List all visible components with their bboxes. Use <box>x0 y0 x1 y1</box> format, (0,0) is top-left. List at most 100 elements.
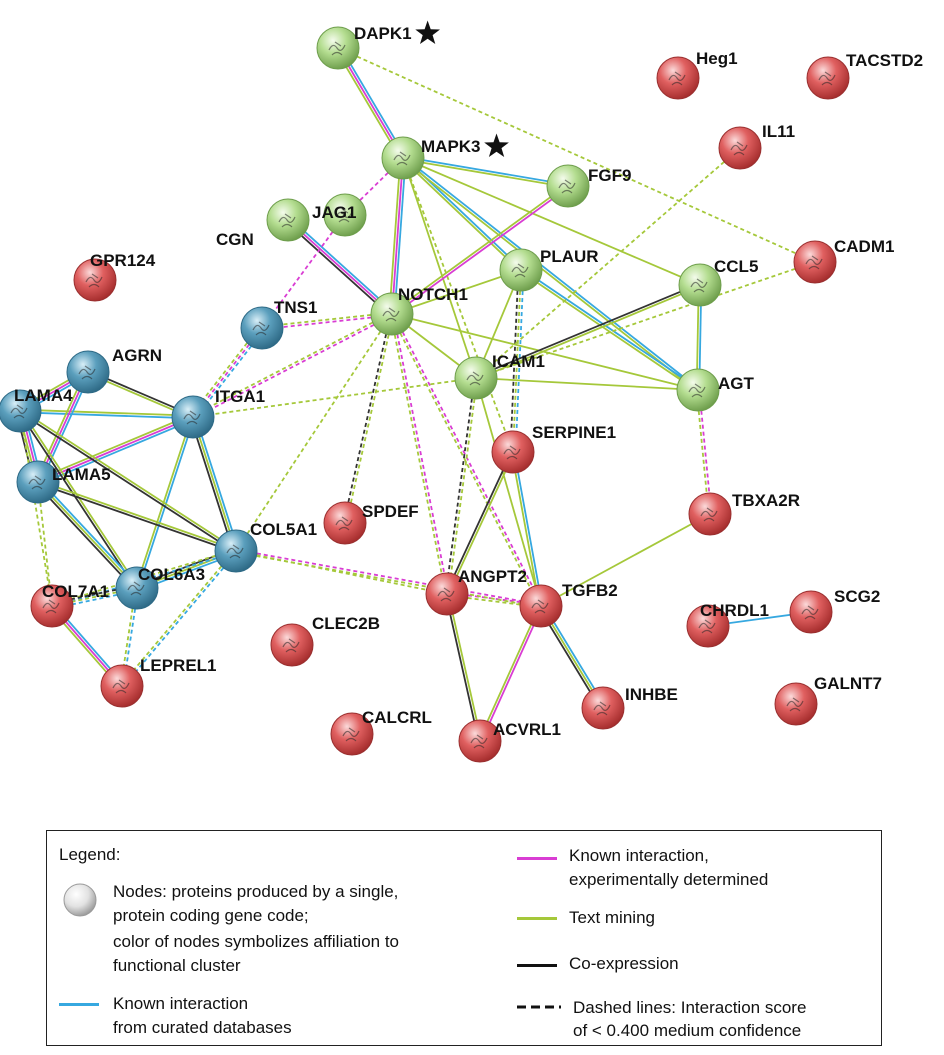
edge-line-coexpression <box>37 482 236 554</box>
node-CGN[interactable] <box>266 198 310 242</box>
node-MAPK3[interactable] <box>381 136 425 180</box>
node-sphere[interactable] <box>316 26 360 70</box>
node-sphere[interactable] <box>370 292 414 336</box>
node-ITGA1[interactable] <box>171 395 215 439</box>
node-TBXA2R[interactable] <box>688 492 732 536</box>
edge-line-curated <box>289 217 395 313</box>
node-sphere[interactable] <box>330 712 374 756</box>
node-sphere[interactable] <box>425 572 469 616</box>
structure-glyph <box>112 679 130 694</box>
node-label-PLAUR: PLAUR <box>540 247 599 266</box>
node-LEPREL1[interactable] <box>100 664 144 708</box>
node-sphere[interactable] <box>656 56 700 100</box>
node-sphere[interactable] <box>519 584 563 628</box>
structure-glyph <box>688 383 706 398</box>
node-sphere[interactable] <box>499 248 543 292</box>
node-Heg1[interactable] <box>656 56 700 100</box>
node-CCL5[interactable] <box>678 263 722 307</box>
node-CHRDL1[interactable] <box>686 604 730 648</box>
node-sphere[interactable] <box>100 664 144 708</box>
node-sphere[interactable] <box>546 164 590 208</box>
node-LAMA5[interactable] <box>16 460 60 504</box>
node-sphere[interactable] <box>458 719 502 763</box>
node-sphere[interactable] <box>686 604 730 648</box>
node-PLAUR[interactable] <box>499 248 543 292</box>
edge-IL11-ICAM1 <box>475 147 741 379</box>
node-AGRN[interactable] <box>66 350 110 394</box>
node-sphere[interactable] <box>214 529 258 573</box>
edge-line-curated <box>137 417 196 589</box>
edge-line-curated <box>403 156 700 390</box>
node-sphere[interactable] <box>323 501 367 545</box>
node-sphere[interactable] <box>16 460 60 504</box>
node-CADM1[interactable] <box>793 240 837 284</box>
node-sphere[interactable] <box>115 566 159 610</box>
edge-MAPK3-SERPINE1 <box>402 157 514 453</box>
node-GALNT7[interactable] <box>774 682 818 726</box>
node-sphere[interactable] <box>678 263 722 307</box>
node-sphere[interactable] <box>581 686 625 730</box>
node-ACVRL1[interactable] <box>458 719 502 763</box>
structure-glyph <box>335 516 353 531</box>
node-JAG1[interactable] <box>323 193 367 237</box>
edge-line-textmining <box>261 311 392 328</box>
node-sphere[interactable] <box>266 198 310 242</box>
node-sphere[interactable] <box>0 389 42 433</box>
node-NOTCH1[interactable] <box>370 292 414 336</box>
node-GPR124[interactable] <box>73 258 117 302</box>
edge-line-textmining <box>512 269 522 453</box>
node-TGFB2[interactable] <box>519 584 563 628</box>
node-sphere[interactable] <box>806 56 850 100</box>
node-label-SPDEF: SPDEF <box>362 502 419 521</box>
node-ANGPT2[interactable] <box>425 572 469 616</box>
edge-line-textmining <box>540 513 711 607</box>
node-sphere[interactable] <box>66 350 110 394</box>
node-sphere[interactable] <box>73 258 117 302</box>
node-LAMA4[interactable] <box>0 389 42 433</box>
node-sphere[interactable] <box>30 584 74 628</box>
node-FGF9[interactable] <box>546 164 590 208</box>
structure-glyph <box>78 365 96 380</box>
node-sphere[interactable] <box>774 682 818 726</box>
edge-COL5A1-LEPREL1 <box>120 549 238 688</box>
node-label-ICAM1: ICAM1 <box>492 352 545 371</box>
edge-line-textmining <box>447 378 479 595</box>
node-TACSTD2[interactable] <box>806 56 850 100</box>
node-IL11[interactable] <box>718 126 762 170</box>
node-sphere[interactable] <box>676 368 720 412</box>
node-sphere[interactable] <box>789 590 833 634</box>
node-ICAM1[interactable] <box>454 356 498 400</box>
node-DAPK1[interactable] <box>316 26 360 70</box>
node-sphere[interactable] <box>454 356 498 400</box>
node-SPDEF[interactable] <box>323 501 367 545</box>
node-COL6A3[interactable] <box>115 566 159 610</box>
node-INHBE[interactable] <box>581 686 625 730</box>
node-label-GPR124: GPR124 <box>90 251 156 270</box>
structure-glyph <box>698 619 716 634</box>
edge-line-textmining <box>235 313 393 552</box>
edge-line-curated <box>403 155 569 186</box>
node-COL7A1[interactable] <box>30 584 74 628</box>
node-sphere[interactable] <box>240 306 284 350</box>
node-label-COL5A1: COL5A1 <box>250 520 317 539</box>
node-sphere[interactable] <box>270 623 314 667</box>
node-SCG2[interactable] <box>789 590 833 634</box>
node-CALCRL[interactable] <box>330 712 374 756</box>
node-SERPINE1[interactable] <box>491 430 535 474</box>
edge-COL5A1-ANGPT2 <box>235 550 448 595</box>
node-AGT[interactable] <box>676 368 720 412</box>
node-label-TGFB2: TGFB2 <box>562 581 618 600</box>
node-label-COL7A1: COL7A1 <box>42 582 109 601</box>
node-sphere[interactable] <box>323 193 367 237</box>
node-TNS1[interactable] <box>240 306 284 350</box>
node-sphere[interactable] <box>491 430 535 474</box>
node-sphere[interactable] <box>688 492 732 536</box>
node-CLEC2B[interactable] <box>270 623 314 667</box>
node-label-CALCRL: CALCRL <box>362 708 432 727</box>
node-sphere[interactable] <box>171 395 215 439</box>
node-COL5A1[interactable] <box>214 529 258 573</box>
legend-dashed-text-1: Dashed lines: Interaction score <box>573 998 807 1017</box>
node-sphere[interactable] <box>718 126 762 170</box>
node-sphere[interactable] <box>381 136 425 180</box>
node-sphere[interactable] <box>793 240 837 284</box>
